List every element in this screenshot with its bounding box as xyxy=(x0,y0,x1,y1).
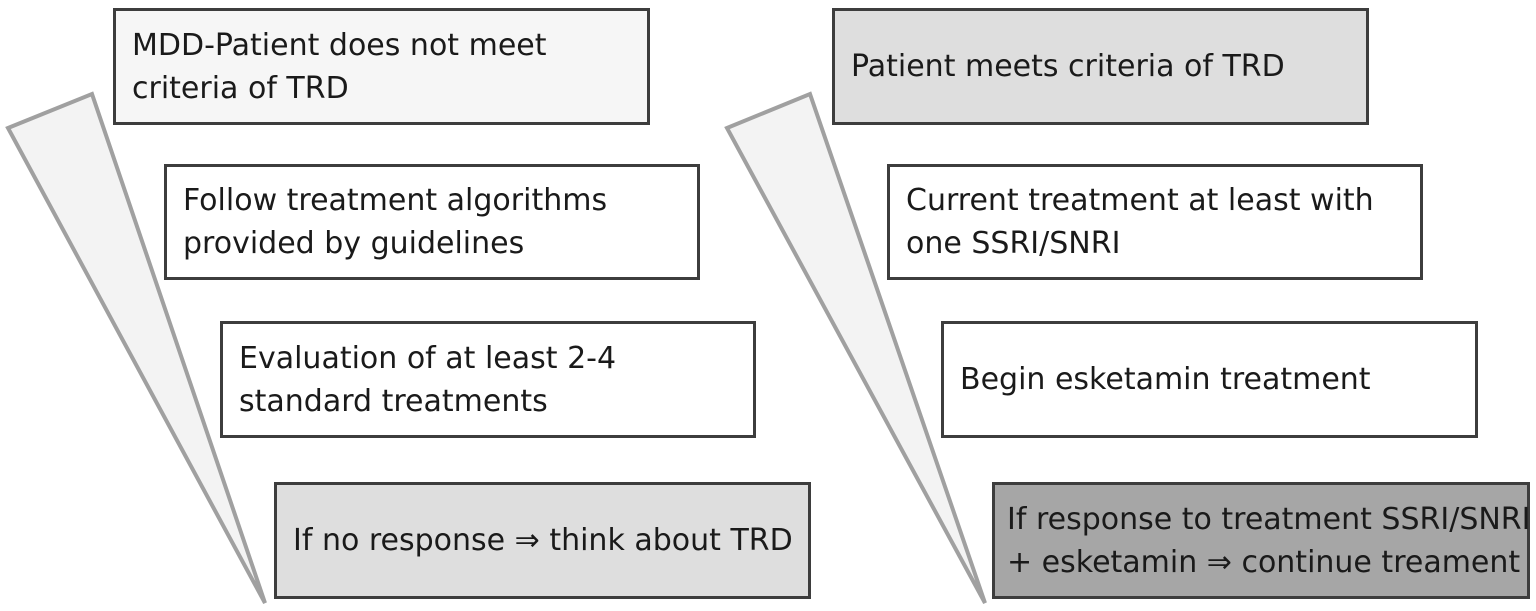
right-step-3-box: Begin esketamin treatment xyxy=(941,321,1478,438)
right-step-1-line1: Patient meets criteria of TRD xyxy=(851,49,1285,84)
left-step-1-box: MDD-Patient does not meet criteria of TR… xyxy=(113,8,650,125)
left-step-4-box: If no response ⇒ think about TRD xyxy=(274,482,811,599)
left-step-3-line2: standard treatments xyxy=(239,383,548,419)
right-step-4-box: If response to treatment SSRI/SNRI + esk… xyxy=(992,482,1531,599)
right-step-3-line1: Begin esketamin treatment xyxy=(960,362,1371,397)
right-step-2-line1: Current treatment at least with xyxy=(906,183,1374,218)
left-step-1-line1: MDD-Patient does not meet xyxy=(132,27,547,63)
left-step-1-line2: criteria of TRD xyxy=(132,70,349,106)
left-step-3-text: Evaluation of at least 2-4 standard trea… xyxy=(239,337,616,423)
left-step-2-box: Follow treatment algorithms provided by … xyxy=(164,164,700,280)
right-step-1-box: Patient meets criteria of TRD xyxy=(832,8,1369,125)
left-step-4-text: If no response ⇒ think about TRD xyxy=(293,519,793,562)
left-step-2-text: Follow treatment algorithms provided by … xyxy=(183,179,607,265)
right-wedge-arrow xyxy=(724,91,987,604)
left-wedge-arrow xyxy=(5,91,267,604)
left-step-1-text: MDD-Patient does not meet criteria of TR… xyxy=(132,24,547,110)
left-step-4-line1: If no response ⇒ think about TRD xyxy=(293,523,793,558)
right-step-3-text: Begin esketamin treatment xyxy=(960,358,1371,401)
right-step-1-text: Patient meets criteria of TRD xyxy=(851,45,1285,88)
left-step-2-line1: Follow treatment algorithms xyxy=(183,183,608,218)
right-step-2-line2: one SSRI/SNRI xyxy=(906,226,1121,261)
left-step-3-line1: Evaluation of at least 2-4 xyxy=(239,340,617,376)
left-step-3-box: Evaluation of at least 2-4 standard trea… xyxy=(220,321,756,438)
left-step-2-line2: provided by guidelines xyxy=(183,226,525,261)
right-step-2-box: Current treatment at least with one SSRI… xyxy=(887,164,1423,280)
right-step-4-line2: + esketamin ⇒ continue treament xyxy=(1007,544,1521,580)
right-step-4-line1: If response to treatment SSRI/SNRI xyxy=(1007,501,1531,537)
right-step-4-text: If response to treatment SSRI/SNRI + esk… xyxy=(1007,498,1531,584)
right-step-2-text: Current treatment at least with one SSRI… xyxy=(906,179,1374,265)
